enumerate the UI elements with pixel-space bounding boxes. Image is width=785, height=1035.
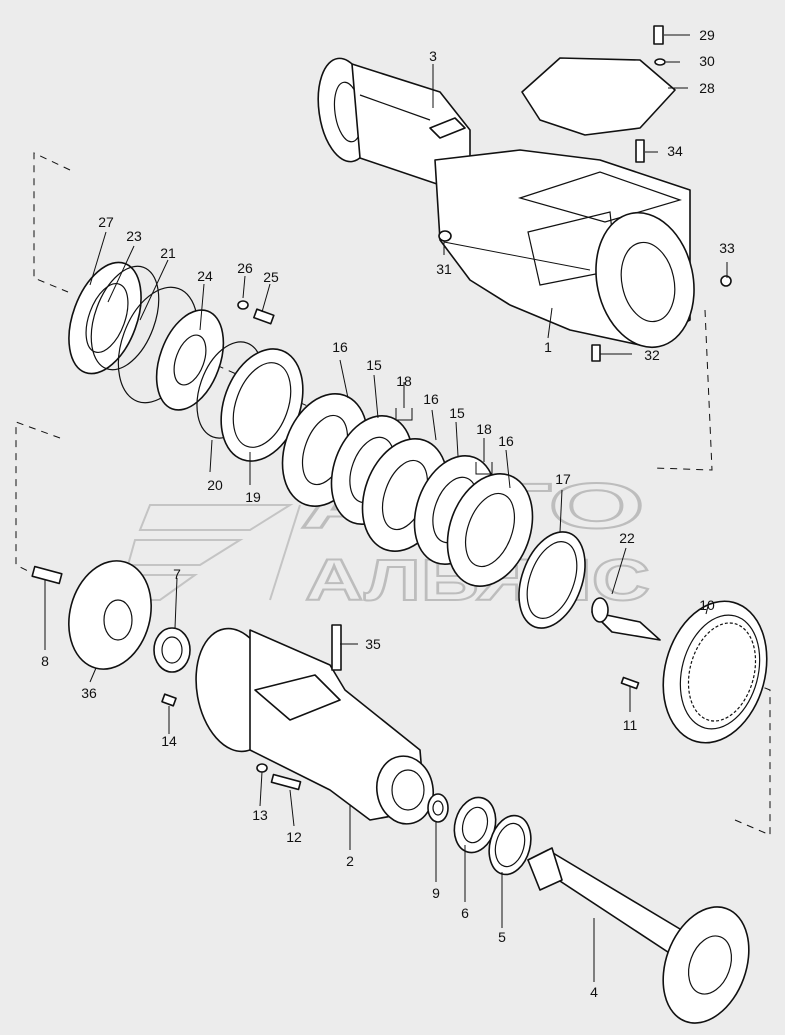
bolt-35: [331, 624, 342, 671]
callout-15b: 15: [449, 405, 465, 421]
callout-30: 30: [699, 53, 715, 69]
callout-9: 9: [432, 885, 440, 901]
callout-3: 3: [429, 48, 437, 64]
callout-5: 5: [498, 929, 506, 945]
sun-gear-shaft-22: [591, 597, 661, 641]
callout-11: 11: [623, 717, 638, 733]
ring-gear-10: [662, 600, 768, 744]
washer-30: [654, 58, 666, 66]
ring-17: [518, 531, 586, 629]
callout-4: 4: [590, 984, 598, 1000]
callout-20: 20: [207, 477, 223, 493]
callout-36: 36: [81, 685, 97, 701]
callout-10: 10: [699, 597, 715, 613]
piston-24: [155, 309, 225, 411]
watermark-logo: [116, 504, 301, 601]
bearing-7: [153, 627, 191, 673]
callout-35: 35: [365, 636, 381, 652]
callouts: 3 29 30 28 34 33 31 1 32 27 23 21 26 24 …: [41, 27, 735, 1000]
callout-18b: 18: [476, 421, 492, 437]
callout-13: 13: [252, 807, 268, 823]
callout-33: 33: [719, 240, 735, 256]
callout-15a: 15: [366, 357, 382, 373]
axle-shaft-4: [527, 847, 750, 1024]
callout-7: 7: [173, 566, 181, 582]
callout-25: 25: [263, 269, 279, 285]
bolt-12: [270, 773, 302, 791]
callout-32: 32: [644, 347, 660, 363]
plug-31: [438, 230, 452, 242]
callout-14: 14: [161, 733, 177, 749]
cover-plate: [521, 57, 676, 136]
callout-16c: 16: [498, 433, 514, 449]
callout-6: 6: [461, 905, 469, 921]
callout-24: 24: [197, 268, 213, 284]
pin-14: [161, 693, 177, 707]
callout-1: 1: [544, 339, 552, 355]
callout-22: 22: [619, 530, 635, 546]
leader-lines: [44, 34, 728, 982]
washer-26: [237, 300, 249, 310]
bolt-32: [591, 344, 601, 362]
callout-19: 19: [245, 489, 261, 505]
clutch-pack: [281, 393, 534, 587]
callout-12: 12: [286, 829, 302, 845]
callout-8: 8: [41, 653, 49, 669]
callout-29: 29: [699, 27, 715, 43]
callout-2: 2: [346, 853, 354, 869]
callout-23: 23: [126, 228, 142, 244]
callout-18a: 18: [396, 373, 412, 389]
callout-28: 28: [699, 80, 715, 96]
seal-5: [488, 814, 532, 876]
pin-11: [620, 676, 640, 690]
callout-16b: 16: [423, 391, 439, 407]
callout-16a: 16: [332, 339, 348, 355]
bolt-25: [253, 308, 275, 325]
stud-34: [635, 139, 645, 163]
callout-26: 26: [237, 260, 253, 276]
callout-31: 31: [436, 261, 452, 277]
plate-27: [68, 261, 142, 375]
bolt-29: [653, 25, 664, 45]
axle-housing-top: [317, 25, 732, 362]
axle-housing-lower: [161, 624, 434, 825]
shim-9: [427, 793, 449, 823]
seal-rings-group: [68, 261, 304, 462]
planet-carrier-36: [68, 560, 152, 670]
plug-33: [720, 275, 732, 287]
washer-13: [256, 763, 268, 773]
bolt-8: [31, 565, 63, 585]
snap-ring-23: [90, 265, 160, 371]
callout-17: 17: [555, 471, 571, 487]
callout-27: 27: [98, 214, 114, 230]
callout-34: 34: [667, 143, 683, 159]
callout-21: 21: [160, 245, 176, 261]
